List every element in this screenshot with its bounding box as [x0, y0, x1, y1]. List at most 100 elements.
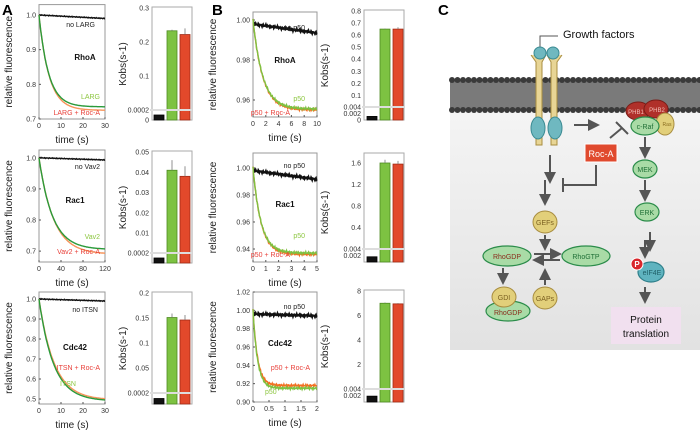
x-tick-label: 20	[79, 123, 87, 130]
x-tick-label: 0	[251, 266, 255, 273]
series-label: LARG + Roc-A	[54, 110, 101, 117]
y-tick-label: 0.7	[26, 117, 36, 124]
x-tick-label: 8	[302, 121, 306, 128]
inhibition-roc-a-to-rho	[563, 165, 597, 186]
y-tick-label: 0.90	[236, 400, 250, 407]
y-tick-label: 0.94	[236, 363, 250, 370]
y-tick-label: 0.8	[351, 9, 361, 16]
series-label: Vav2 + Roc-A	[57, 249, 100, 256]
x-tick-label: 0	[37, 123, 41, 130]
series-label: p50 + Roc-A	[251, 252, 290, 259]
bar-p50-roc-a	[392, 163, 404, 263]
y-tick-label: 0.5	[351, 45, 361, 52]
inhibition-roc-a-to-phb	[609, 127, 623, 139]
x-tick-label: 30	[101, 123, 109, 130]
bar-p50	[379, 162, 391, 263]
x-tick-label: 0.5	[264, 406, 274, 413]
series-line-p50	[252, 166, 318, 257]
bar-vav2-roc-a	[179, 175, 191, 264]
y-axis-label: relative fluorescence	[4, 16, 15, 108]
x-axis-label: time (s)	[268, 418, 301, 429]
series-label: p50	[265, 389, 277, 396]
y-tick-label: 1.00	[236, 165, 250, 172]
x-tick-label: 0	[37, 266, 41, 273]
panel-label-c: C	[438, 2, 449, 19]
protein-title: RhoA	[74, 53, 96, 62]
y-tick-label: 0.98	[236, 326, 250, 333]
x-axis-label: time (s)	[55, 420, 88, 431]
bar-vav2	[166, 169, 178, 264]
inhibition-bar	[615, 121, 629, 135]
protein-translation-line1: Protein	[630, 315, 662, 326]
y-tick-label: 0.3	[351, 69, 361, 76]
bar-none	[366, 256, 378, 263]
y-tick-label: 0.96	[236, 345, 250, 352]
y-tick-label: 0.6	[351, 33, 361, 40]
y-tick-label: 0.0002	[128, 251, 150, 258]
y-tick-label: 0.002	[343, 393, 361, 400]
y-axis-label: relative fluorescence	[208, 18, 219, 110]
y-tick-label: 1.2	[351, 182, 361, 189]
y-tick-label: 4	[357, 338, 361, 345]
mek-label: MEK	[637, 167, 653, 174]
gaps-node: GAPs	[532, 286, 558, 310]
y-tick-label: 1.0	[26, 297, 36, 304]
y-tick-label: 0.03	[135, 190, 149, 197]
series-label: p50 + Roc-A	[271, 365, 310, 372]
series-label: no p50	[284, 163, 306, 170]
series-line-p50	[252, 309, 318, 392]
gefs-label: GEFs	[536, 220, 554, 227]
rhogdp-label: RhoGDP	[493, 254, 521, 261]
series-label: no ITSN	[72, 307, 98, 314]
rhogdp-node: RhoGDP	[482, 245, 532, 267]
y-tick-label: 0.96	[236, 219, 250, 226]
y-axis-label: relative fluorescence	[208, 161, 219, 253]
bar-larg	[166, 30, 178, 121]
series-label: no p50	[284, 25, 306, 32]
y-axis-label: Kobs(s-1)	[118, 186, 129, 229]
y-tick-label: 0.01	[135, 231, 149, 238]
y-tick-label: 1.0	[26, 13, 36, 20]
y-tick-label: 0.7	[26, 357, 36, 364]
y-tick-label: 0.004	[343, 105, 361, 112]
y-tick-label: 0.2	[351, 81, 361, 88]
c-raf-label: c-Raf	[637, 124, 654, 131]
x-tick-label: 0	[251, 406, 255, 413]
x-tick-label: 20	[79, 408, 87, 415]
series-label: p50	[293, 233, 305, 240]
erk-label: ERK	[640, 210, 655, 217]
series-label: ITSN + Roc-A	[57, 365, 101, 372]
bar-none	[366, 116, 378, 121]
y-tick-label: 0.9	[26, 47, 36, 54]
y-tick-label: 0.05	[135, 150, 149, 157]
series-line-no-itsn	[39, 297, 106, 303]
series-label: Vav2	[85, 234, 101, 241]
y-tick-label: 0.1	[139, 341, 149, 348]
panel-label-b: B	[212, 2, 223, 19]
y-axis-label: relative fluorescence	[208, 301, 219, 393]
eif4e-label: eIF4E	[643, 270, 662, 277]
y-tick-label: 0.6	[26, 377, 36, 384]
x-tick-label: 1	[264, 266, 268, 273]
y-tick-label: 0	[145, 118, 149, 125]
y-tick-label: 0.004	[343, 387, 361, 394]
series-line-no-p50	[252, 167, 318, 183]
x-tick-label: 2	[264, 121, 268, 128]
y-tick-label: 0.002	[343, 253, 361, 260]
y-tick-label: 0.94	[236, 247, 250, 254]
y-axis-label: Kobs(s-1)	[320, 44, 331, 87]
phb1-label: PHB1	[628, 110, 644, 116]
y-tick-label: 2	[357, 362, 361, 369]
y-tick-label: 6	[357, 313, 361, 320]
phb-complex: PHB1 PHB2 Ras c-Raf	[625, 99, 675, 136]
x-tick-label: 0	[251, 121, 255, 128]
x-tick-label: 10	[313, 121, 321, 128]
y-tick-label: 0.7	[26, 249, 36, 256]
mek-node: MEK	[632, 159, 658, 179]
bar-none	[153, 257, 165, 264]
